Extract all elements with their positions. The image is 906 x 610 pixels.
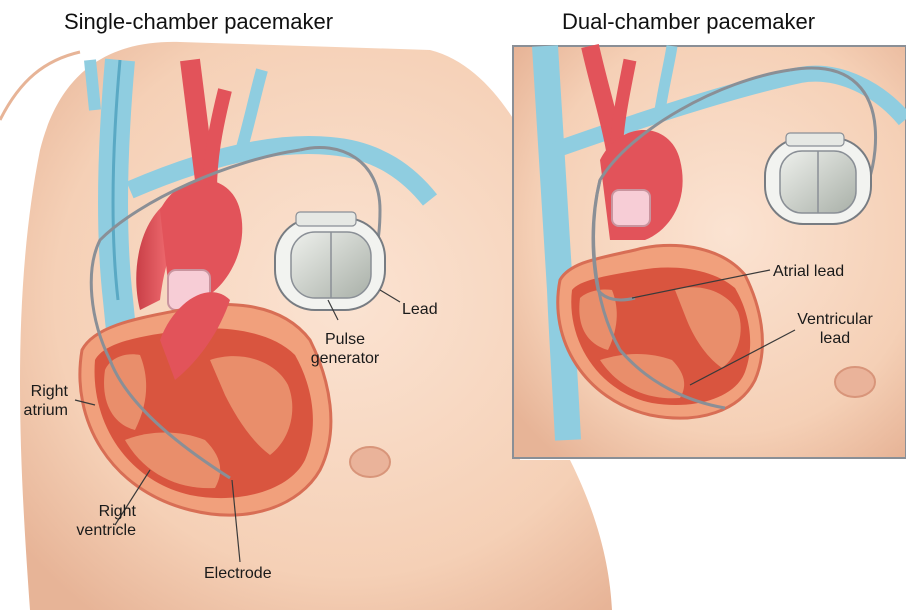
label-ventricular-lead-line1: Ventricular: [785, 310, 885, 329]
label-right-ventricle-line2: ventricle: [40, 521, 136, 540]
label-lead: Lead: [402, 300, 438, 319]
label-ventricular-lead-line2: lead: [785, 329, 885, 348]
label-right-atrium-line2: atrium: [2, 401, 68, 420]
label-pulse-generator: Pulse generator: [300, 330, 390, 368]
pacemaker-device-icon: [275, 212, 385, 310]
label-right-atrium: Right atrium: [2, 382, 68, 420]
label-pulse-generator-line2: generator: [300, 349, 390, 368]
label-atrial-lead: Atrial lead: [773, 262, 844, 281]
label-ventricular-lead: Ventricular lead: [785, 310, 885, 348]
title-dual-chamber: Dual-chamber pacemaker: [562, 9, 815, 35]
dual-inset: [513, 46, 906, 458]
label-pulse-generator-line1: Pulse: [300, 330, 390, 349]
label-right-ventricle-line1: Right: [40, 502, 136, 521]
nipple-left: [350, 447, 390, 477]
label-right-atrium-line1: Right: [2, 382, 68, 401]
title-single-chamber: Single-chamber pacemaker: [64, 9, 333, 35]
label-right-ventricle: Right ventricle: [40, 502, 136, 540]
label-electrode: Electrode: [204, 564, 272, 583]
